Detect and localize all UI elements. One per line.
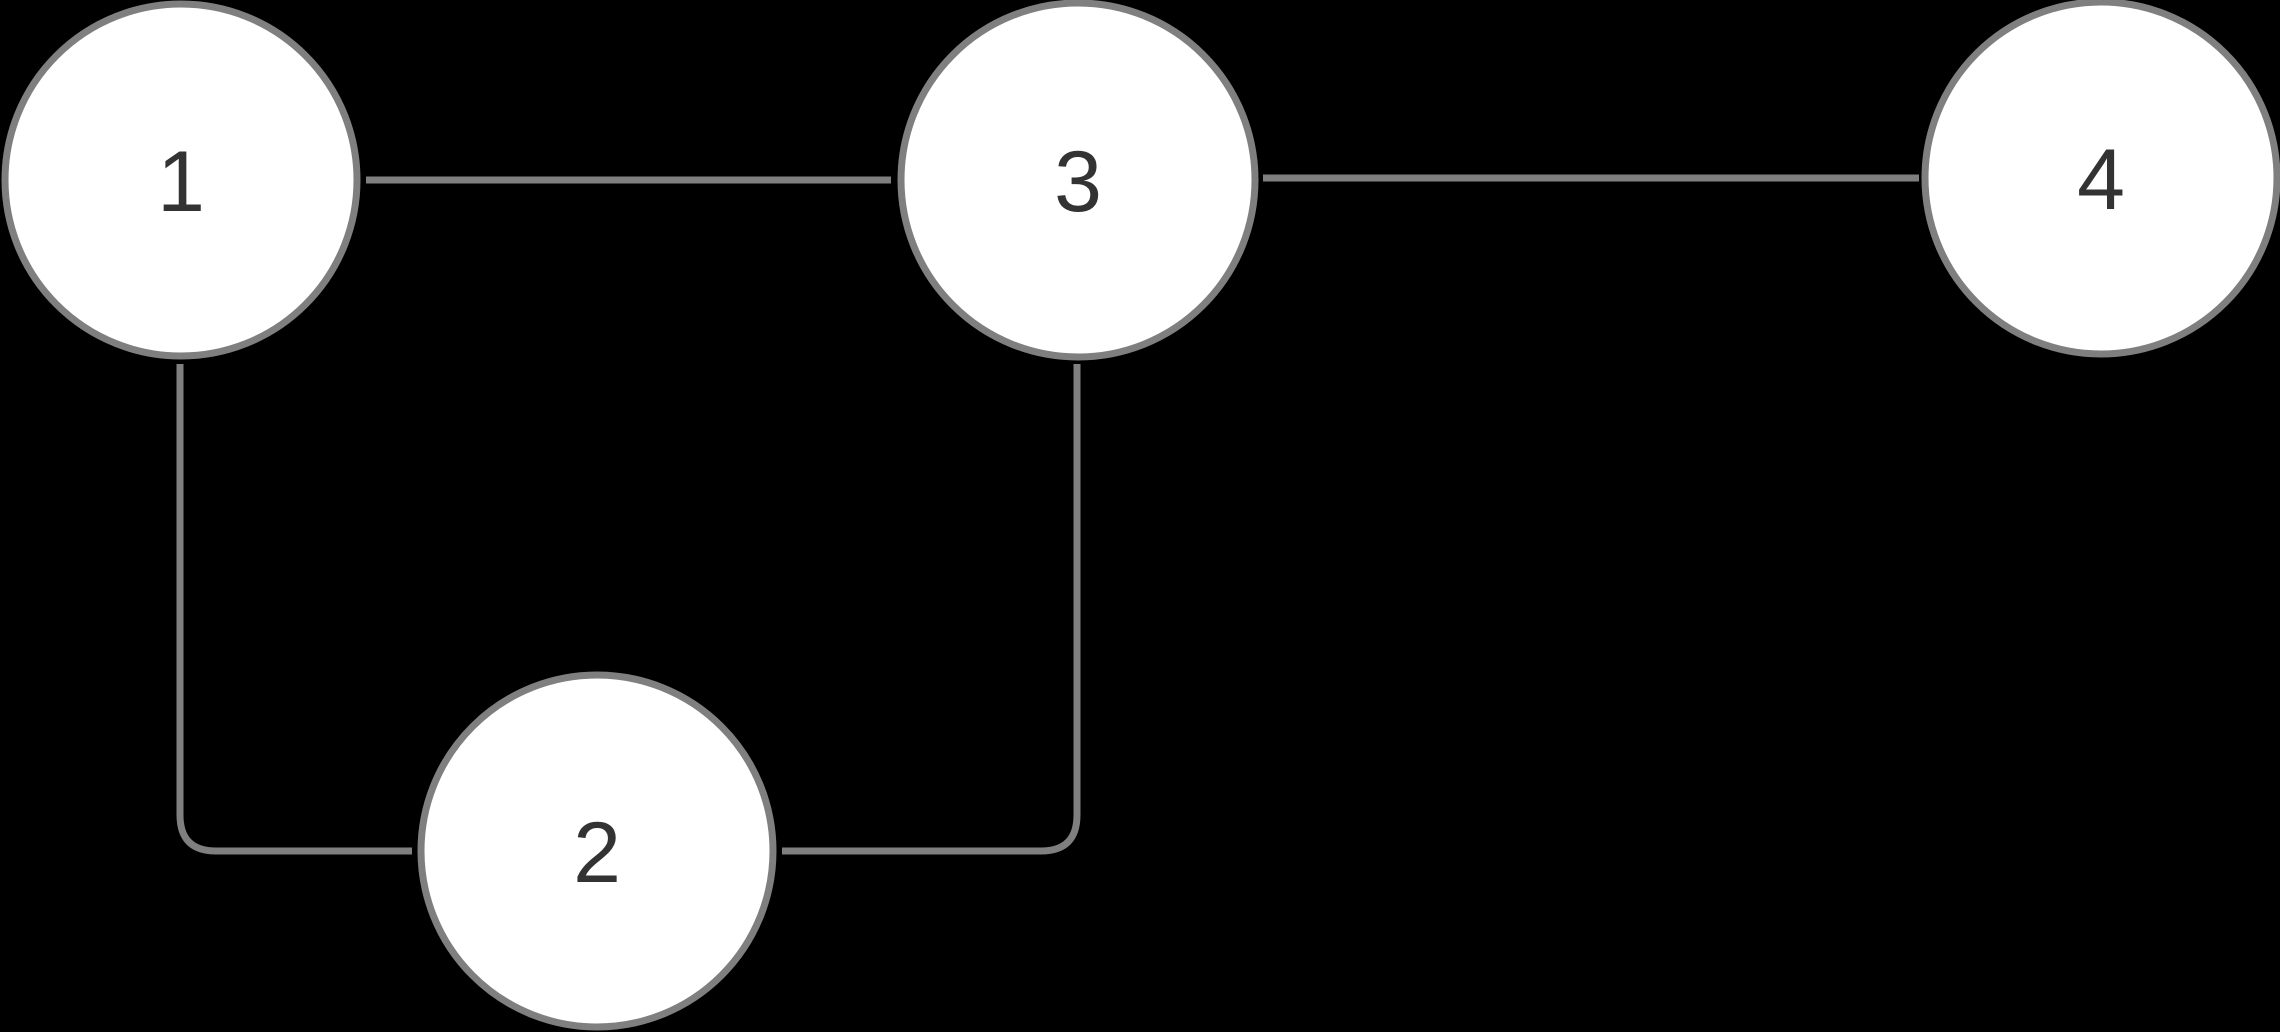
edges-layer	[176, 174, 1919, 855]
node-3-label: 3	[1054, 134, 1102, 230]
graph-node-4[interactable]: 4	[1921, 0, 2280, 358]
graph-node-3[interactable]: 3	[897, 0, 1259, 361]
node-2-circle[interactable]	[417, 671, 777, 1031]
graph-node-2[interactable]: 2	[417, 671, 777, 1031]
node-4-circle[interactable]	[1921, 0, 2280, 358]
node-1-label: 1	[157, 134, 205, 230]
edge-1-2[interactable]	[176, 364, 412, 855]
node-2-label: 2	[573, 805, 621, 901]
node-3-circle[interactable]	[897, 0, 1259, 361]
graph-node-1[interactable]: 1	[1, 0, 361, 360]
edge-2-3[interactable]	[782, 364, 1081, 855]
node-4-label: 4	[2077, 132, 2125, 228]
node-1-circle[interactable]	[1, 0, 361, 360]
